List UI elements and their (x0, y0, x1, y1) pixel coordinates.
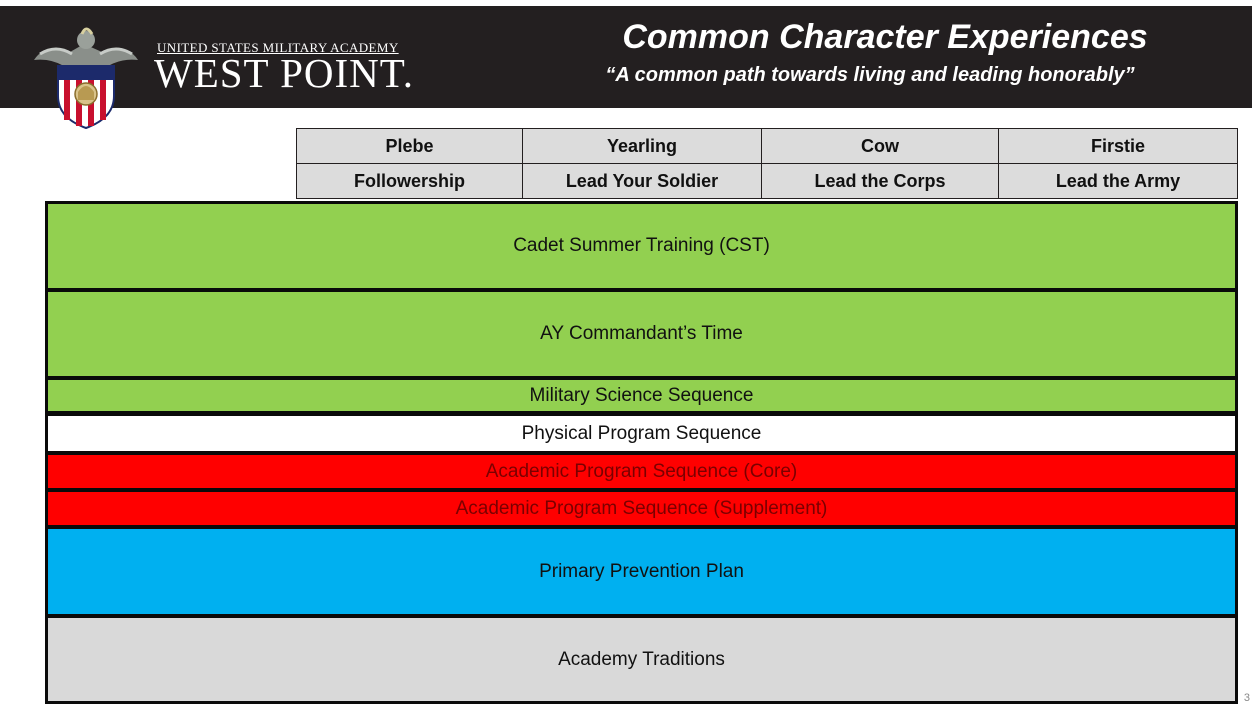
band-academic-supplement: Academic Program Sequence (Supplement) (45, 489, 1238, 528)
column-header-role: Followership (296, 163, 523, 199)
column-header-year: Plebe (296, 128, 523, 164)
band-academy-traditions: Academy Traditions (45, 615, 1238, 704)
band-cadet-summer-training: Cadet Summer Training (CST) (45, 201, 1238, 291)
header-bar (0, 6, 1252, 108)
role-row: Followership Lead Your Soldier Lead the … (296, 163, 1238, 199)
column-header-role: Lead the Army (998, 163, 1238, 199)
page-number: 3 (1243, 692, 1250, 704)
band-commandants-time: AY Commandant’s Time (45, 289, 1238, 379)
column-header-year: Cow (761, 128, 999, 164)
page-title: Common Character Experiences (622, 18, 1148, 56)
column-header-role: Lead Your Soldier (522, 163, 762, 199)
logo-small-text: UNITED STATES MILITARY ACADEMY (157, 40, 399, 55)
column-header-year: Firstie (998, 128, 1238, 164)
band-primary-prevention: Primary Prevention Plan (45, 526, 1238, 617)
header-top-border (0, 0, 1252, 6)
class-year-row: Plebe Yearling Cow Firstie (296, 128, 1238, 164)
band-physical-program: Physical Program Sequence (45, 413, 1238, 454)
band-military-science: Military Science Sequence (45, 377, 1238, 414)
west-point-crest-icon (34, 27, 138, 130)
column-header-year: Yearling (522, 128, 762, 164)
column-header-role: Lead the Corps (761, 163, 999, 199)
logo-big-text: WEST POINT. (154, 50, 415, 96)
page-subtitle: “A common path towards living and leadin… (605, 64, 1135, 86)
class-year-table: Plebe Yearling Cow Firstie Followership … (296, 128, 1238, 199)
band-academic-core: Academic Program Sequence (Core) (45, 452, 1238, 491)
